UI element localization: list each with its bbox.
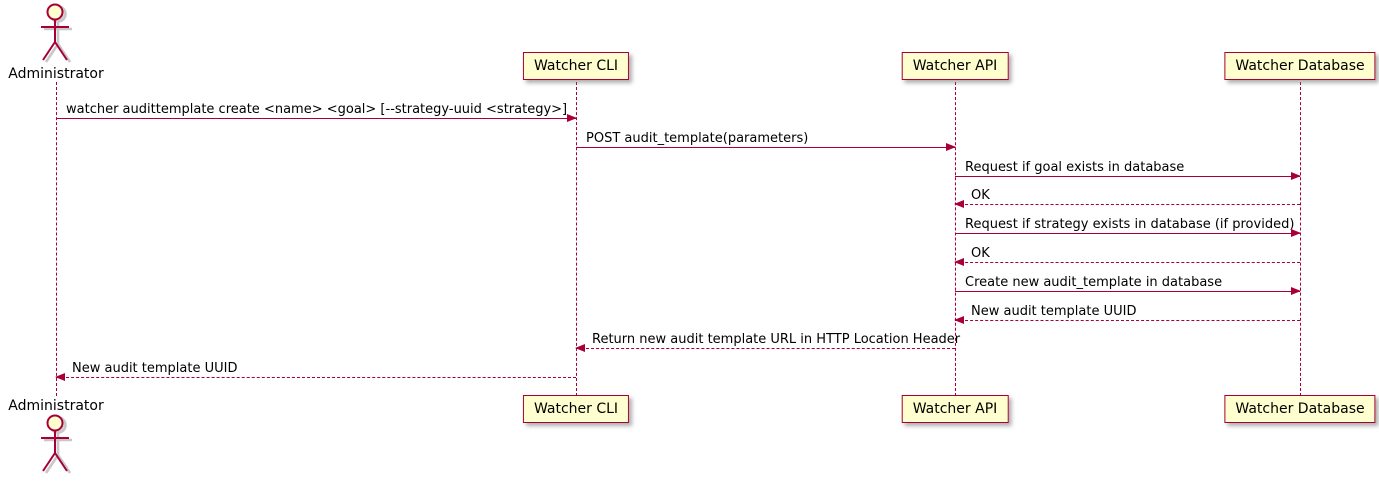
lifeline-watcher-db [1300,82,1301,396]
message-10-label: New audit template UUID [72,361,238,376]
message-4-label: OK [971,188,990,203]
message-1-arrowhead [567,114,577,122]
lifeline-watcher-cli [576,82,577,396]
message-3-label: Request if goal exists in database [965,160,1185,175]
message-8: New audit template UUID [954,302,1300,324]
participant-watcher-db-bottom-box: Watcher Database [1224,395,1376,423]
message-10-arrowhead [55,373,65,381]
actor-stick-figure-icon-bottom [36,413,76,477]
message-3-arrowhead [1291,172,1301,180]
message-8-label: New audit template UUID [971,304,1137,319]
message-5-label: Request if strategy exists in database (… [965,217,1295,232]
participant-watcher-api-top-box: Watcher API [901,52,1009,80]
lifeline-watcher-api [955,82,956,396]
message-2-arrowhead [946,143,956,151]
message-6-arrowhead [954,258,964,266]
message-4: OK [954,186,1300,208]
message-4-arrowhead [954,200,964,208]
message-7: Create new audit_template in database [955,273,1301,295]
message-8-arrowhead [954,316,964,324]
message-9-arrowhead [575,344,585,352]
participant-watcher-db-top-box: Watcher Database [1224,52,1376,80]
actor-stick-figure-icon-top [36,2,76,66]
message-6-label: OK [971,246,990,261]
message-7-arrowhead [1291,287,1301,295]
message-6: OK [954,244,1300,266]
participant-administrator-bottom-label: Administrator [8,398,104,414]
message-1-label: watcher audittemplate create <name> <goa… [66,102,568,117]
message-9-label: Return new audit template URL in HTTP Lo… [592,332,961,347]
message-1: watcher audittemplate create <name> <goa… [56,100,577,122]
message-10: New audit template UUID [55,359,576,381]
message-5: Request if strategy exists in database (… [955,215,1301,237]
message-7-label: Create new audit_template in database [965,275,1223,290]
participant-watcher-api-bottom-box: Watcher API [901,395,1009,423]
participant-watcher-cli-bottom-box: Watcher CLI [522,395,630,423]
message-2-label: POST audit_template(parameters) [586,131,809,146]
message-9: Return new audit template URL in HTTP Lo… [575,330,960,352]
message-2: POST audit_template(parameters) [576,129,956,151]
participant-administrator-top-label: Administrator [8,66,104,82]
lifeline-administrator [56,82,57,396]
participant-watcher-cli-top-box: Watcher CLI [522,52,630,80]
message-5-arrowhead [1291,229,1301,237]
message-3: Request if goal exists in database [955,158,1301,180]
